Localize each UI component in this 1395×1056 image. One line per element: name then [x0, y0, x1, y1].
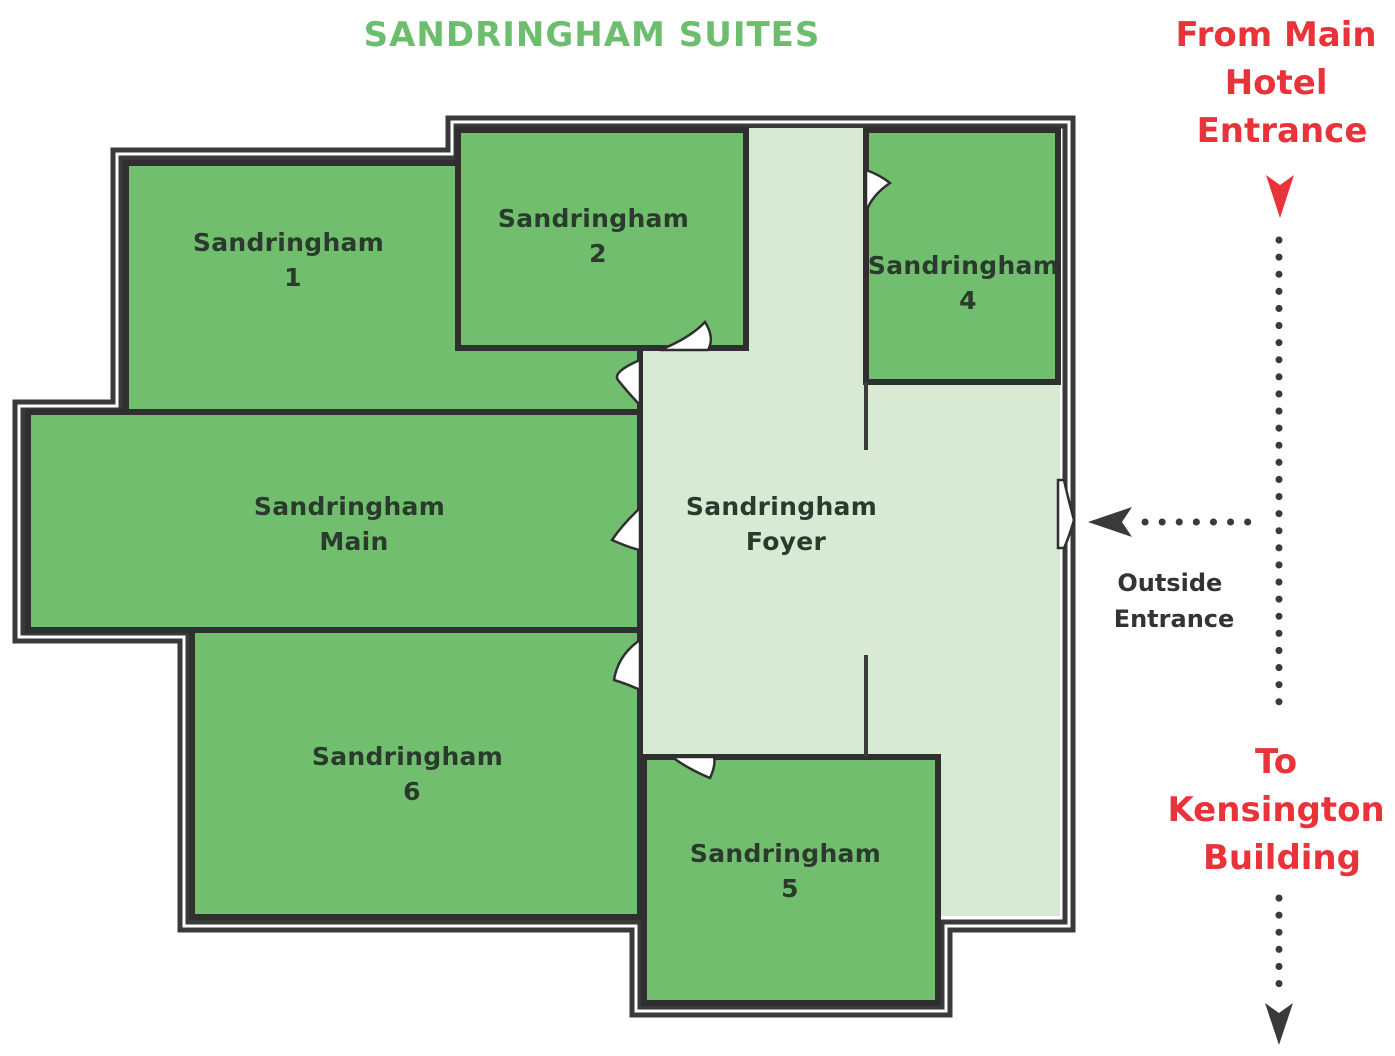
arrow-left-to-entrance: [1088, 507, 1132, 537]
label-s2-line1: Sandringham: [498, 204, 689, 233]
from-main-line3: Entrance: [1197, 111, 1368, 151]
door-sandringham-4[interactable]: [864, 168, 893, 213]
label-s5-line1: Sandringham: [690, 839, 881, 868]
route-markers: [1088, 175, 1294, 1045]
to-kensington-line1: To: [1255, 742, 1297, 782]
label-main-line2: Main: [319, 527, 388, 556]
foyer-corridor-top: [746, 128, 866, 388]
label-s6: Sandringham 6: [312, 742, 512, 806]
outer-wall-outer: [12, 115, 1076, 1018]
door-sandringham-1[interactable]: [615, 358, 642, 409]
foyer-corridor-right: [938, 380, 1060, 916]
to-kensington-line2: Kensington: [1167, 790, 1384, 830]
outer-wall-inner: [20, 123, 1068, 1010]
room-sandringham-4[interactable]: [863, 127, 1061, 385]
label-s1: Sandringham 1: [193, 228, 393, 292]
door-sandringham-main[interactable]: [610, 505, 642, 552]
room-sandringham-2[interactable]: [455, 127, 749, 351]
label-s4-line1: Sandringham: [868, 251, 1059, 280]
door-outside-entrance[interactable]: [1056, 478, 1076, 550]
label-foyer-line1: Sandringham: [686, 492, 877, 521]
label-s2-line2: 2: [589, 239, 607, 268]
outside-line2: Entrance: [1114, 605, 1235, 633]
door-sandringham-2[interactable]: [659, 319, 713, 352]
label-s1-line1: Sandringham: [193, 228, 384, 257]
from-main-line2: Hotel: [1225, 63, 1328, 103]
label-main-line1: Sandringham: [254, 492, 445, 521]
room-sandringham-6[interactable]: [189, 627, 643, 920]
label-s5: Sandringham 5: [690, 839, 890, 903]
room-labels: Sandringham 1 Sandringham 2 Sandringham …: [193, 204, 1068, 903]
label-s6-line1: Sandringham: [312, 742, 503, 771]
door-sandringham-6[interactable]: [612, 637, 642, 693]
arrow-down-to-kensington: [1265, 1003, 1293, 1045]
label-s6-line2: 6: [403, 777, 421, 806]
doors: [610, 168, 1076, 780]
to-kensington-line3: Building: [1203, 838, 1361, 878]
from-main-line1: From Main: [1176, 15, 1377, 55]
label-outside-entrance: Outside Entrance: [1114, 569, 1235, 633]
label-foyer-line2: Foyer: [746, 527, 827, 556]
label-to-kensington: To Kensington Building: [1167, 742, 1395, 878]
label-s1-line2: 1: [284, 263, 302, 292]
label-main: Sandringham Main: [254, 492, 454, 556]
foyer-area: [640, 128, 1060, 916]
outside-line1: Outside: [1117, 569, 1222, 597]
map-title: SANDRINGHAM SUITES: [364, 15, 821, 55]
label-s5-line2: 5: [781, 874, 799, 903]
label-s4: Sandringham 4: [868, 251, 1068, 315]
door-sandringham-5[interactable]: [668, 755, 716, 780]
label-foyer: Sandringham Foyer: [686, 492, 886, 556]
direction-labels: From Main Hotel Entrance To Kensington B…: [1114, 15, 1395, 878]
rooms: [25, 127, 1061, 1006]
label-from-main-entrance: From Main Hotel Entrance: [1176, 15, 1389, 151]
label-s4-line2: 4: [959, 286, 977, 315]
arrow-down-from-main: [1266, 175, 1294, 218]
room-sandringham-main[interactable]: [25, 409, 643, 633]
label-s2: Sandringham 2: [498, 204, 698, 268]
room-sandringham-5[interactable]: [641, 754, 941, 1006]
building-outline: [12, 115, 1076, 1018]
